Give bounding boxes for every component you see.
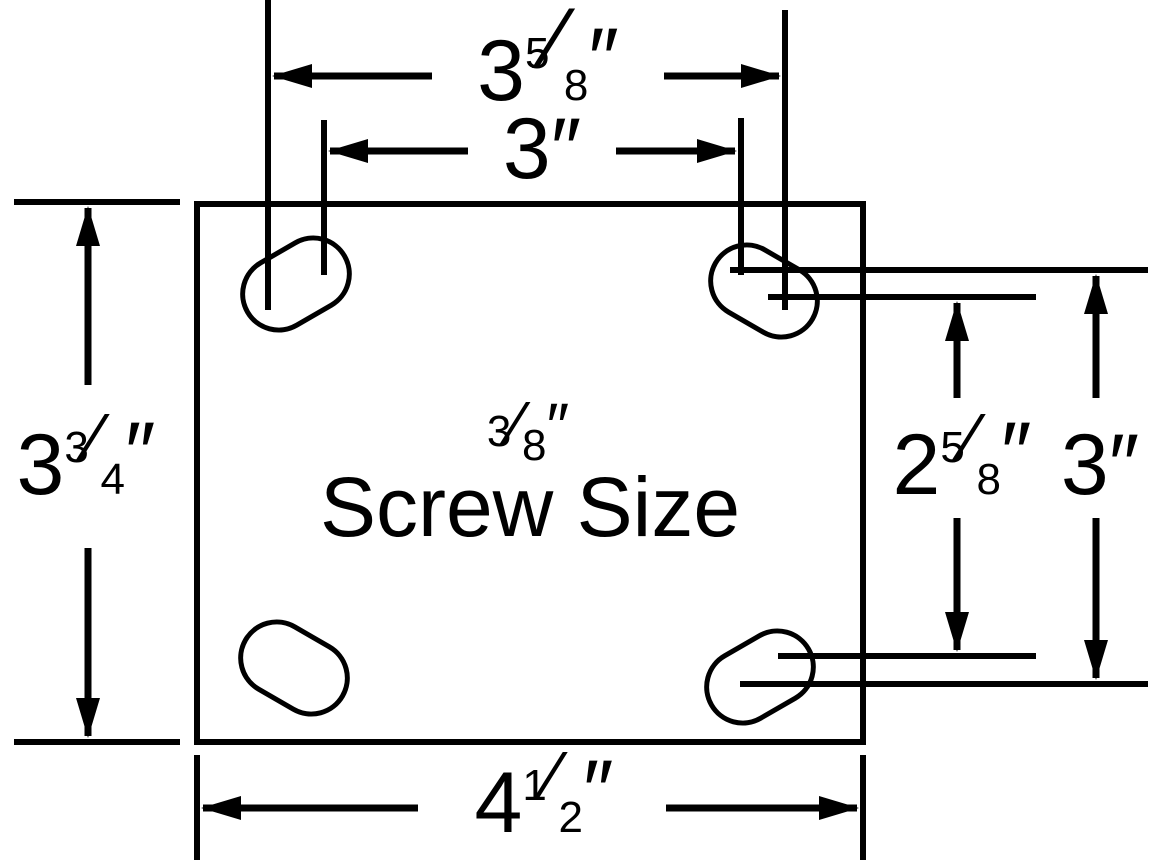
dim-left-height-whole: 3 bbox=[17, 417, 65, 513]
screw-size-inch: ″ bbox=[547, 390, 570, 462]
slot-top-right bbox=[708, 242, 820, 340]
plate-outline bbox=[194, 201, 866, 745]
dim-right-inner-inch: ″ bbox=[1001, 405, 1031, 501]
dim-top-inner-inch: ″ bbox=[551, 101, 581, 197]
screw-size-fraction: 3⁄8″ bbox=[487, 388, 569, 470]
dim-left-height-num: 3 bbox=[64, 423, 88, 472]
dim-right-outer-whole: 3 bbox=[1061, 417, 1109, 513]
dimension-arrows bbox=[76, 64, 1108, 820]
slot-bottom-left bbox=[238, 619, 350, 717]
dim-right-inner-whole: 2 bbox=[893, 417, 941, 513]
dim-right-inner-num: 5 bbox=[940, 423, 964, 472]
dim-bottom-width-whole: 4 bbox=[475, 755, 523, 851]
dim-top-inner-whole: 3 bbox=[503, 101, 551, 197]
dim-bottom-width-den: 2 bbox=[559, 793, 583, 842]
dim-right-inner: 25⁄8″ bbox=[893, 399, 1032, 513]
dim-left-height-den: 4 bbox=[101, 455, 125, 504]
dim-right-outer: 3″ bbox=[1061, 417, 1139, 513]
slot-bottom-right bbox=[704, 628, 816, 726]
extension-lines bbox=[14, 0, 1148, 860]
dim-right-inner-den: 8 bbox=[977, 455, 1001, 504]
dim-bottom-width: 41⁄2″ bbox=[475, 737, 614, 851]
dim-right-outer-inch: ″ bbox=[1109, 417, 1139, 513]
dim-bottom-width-num: 1 bbox=[522, 761, 546, 810]
dim-top-outer-inch: ″ bbox=[588, 11, 618, 107]
dim-top-outer-den: 8 bbox=[564, 61, 588, 110]
dim-left-height: 33⁄4″ bbox=[17, 399, 156, 513]
dim-left-height-inch: ″ bbox=[125, 405, 155, 501]
dim-bottom-width-inch: ″ bbox=[583, 743, 613, 839]
slot-top-left bbox=[240, 235, 352, 333]
mounting-slots bbox=[238, 235, 820, 726]
dim-top-outer-num: 5 bbox=[525, 29, 549, 78]
dim-top-outer-whole: 3 bbox=[477, 23, 525, 119]
screw-size-text: Screw Size bbox=[320, 460, 740, 554]
screw-size-den: 8 bbox=[522, 421, 546, 470]
screw-size-num: 3 bbox=[487, 407, 511, 456]
dim-top-inner: 3″ bbox=[503, 101, 581, 197]
